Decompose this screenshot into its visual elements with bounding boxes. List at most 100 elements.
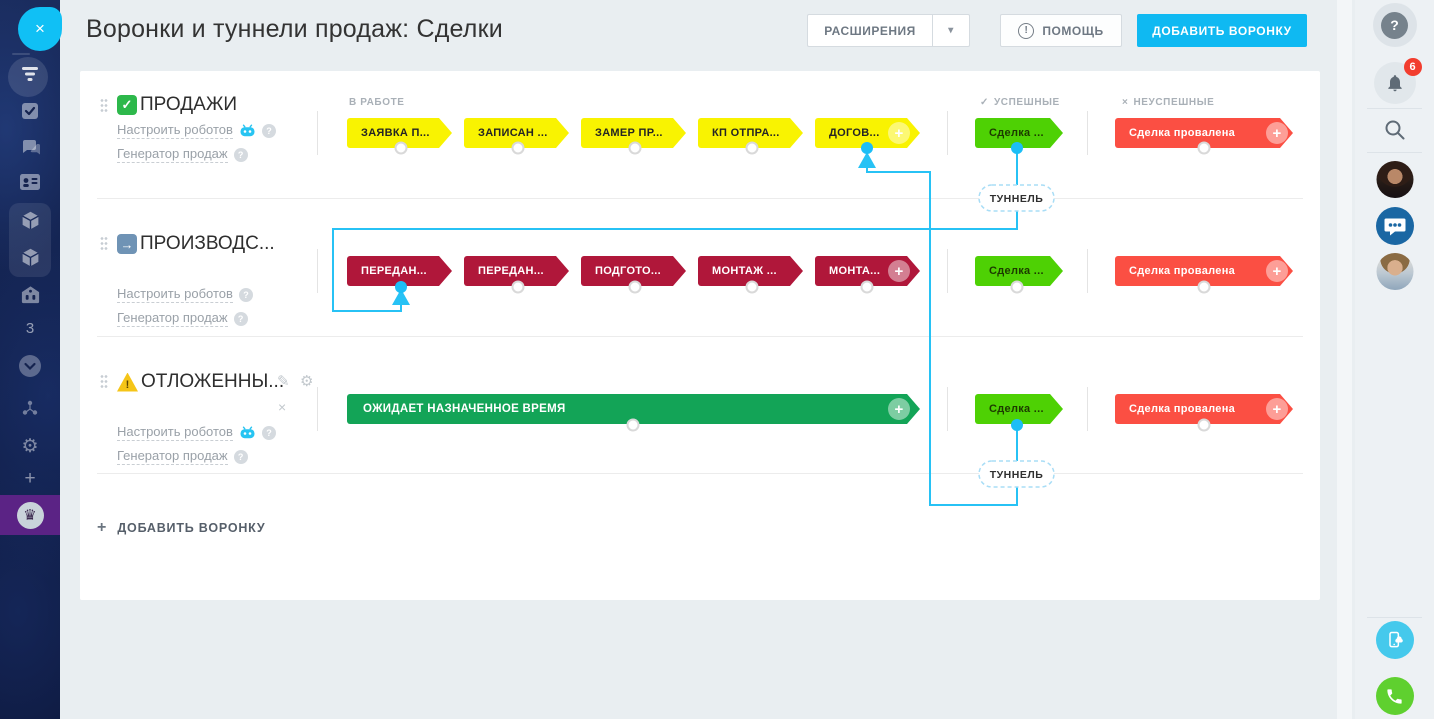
stage-handle[interactable] (628, 141, 642, 155)
add-plus-icon[interactable]: + (24, 468, 36, 489)
stage-handle[interactable] (511, 141, 525, 155)
funnel-1-setup-robots-link[interactable]: Настроить роботов ? (117, 122, 276, 139)
scrollbar[interactable] (1337, 0, 1352, 719)
add-stage-icon[interactable]: + (888, 260, 910, 282)
notifications-bell-icon[interactable]: 6 (1373, 58, 1422, 104)
column-header-unsuccessful: ×НЕУСПЕШНЫЕ (1122, 97, 1215, 108)
warning-icon: ! (117, 372, 138, 392)
share-icon[interactable] (0, 400, 60, 416)
arrow-right-blue-icon: → (117, 234, 137, 254)
add-stage-icon[interactable]: + (1266, 398, 1288, 420)
stage-handle[interactable] (626, 418, 640, 432)
group-chat-icon[interactable] (1375, 207, 1414, 245)
close-icon[interactable]: × (18, 7, 62, 51)
avatar[interactable] (1376, 161, 1413, 198)
column-divider (1087, 249, 1088, 293)
question-icon[interactable]: ? (261, 425, 276, 440)
funnel-drag-handle[interactable] (100, 98, 108, 114)
stage-handle[interactable] (394, 141, 408, 155)
tasks-icon[interactable] (0, 101, 60, 121)
robot-icon (240, 124, 255, 137)
stage-handle[interactable] (745, 141, 759, 155)
stage-handle[interactable] (1197, 280, 1211, 294)
search-icon[interactable] (1383, 118, 1407, 142)
stage-handle[interactable] (628, 280, 642, 294)
sidebar-divider (1367, 108, 1422, 109)
add-stage-icon[interactable]: + (888, 122, 910, 144)
edit-pencil-icon[interactable]: ✎ (277, 373, 290, 390)
add-stage-icon[interactable]: + (1266, 122, 1288, 144)
sidebar-divider (12, 53, 30, 55)
add-stage-icon[interactable]: + (1266, 260, 1288, 282)
funnel-2-sales-generator-link[interactable]: Генератор продаж ? (117, 310, 248, 327)
funnel-1-title[interactable]: ✓ ПРОДАЖИ (117, 93, 237, 117)
column-header-in-progress: В РАБОТЕ (349, 97, 405, 108)
success-stage-chevron[interactable]: Сделка ... (975, 118, 1063, 148)
store-icon[interactable] (0, 284, 60, 304)
crown-icon: ♛ (16, 501, 44, 529)
column-divider (317, 387, 318, 431)
row-divider (97, 198, 1303, 199)
add-funnel-button-label: ДОБАВИТЬ ВОРОНКУ (1152, 23, 1292, 38)
notification-badge: 6 (1403, 58, 1422, 76)
warehouse-icon[interactable] (0, 247, 60, 268)
funnel-drag-handle[interactable] (100, 374, 108, 390)
stage-handle[interactable] (1197, 418, 1211, 432)
question-icon[interactable]: ? (233, 449, 248, 464)
delete-funnel-icon[interactable]: × (278, 399, 287, 415)
stage-handle[interactable] (745, 280, 759, 294)
question-icon[interactable]: ? (233, 147, 248, 162)
stage-handle[interactable] (1010, 280, 1024, 294)
column-divider (947, 249, 948, 293)
column-header-successful: ✓УСПЕШНЫЕ (980, 97, 1060, 108)
funnel-3-sales-generator-link[interactable]: Генератор продаж ? (117, 448, 248, 465)
robot-icon (240, 426, 255, 439)
column-divider (1087, 387, 1088, 431)
funnel-2-setup-robots-link[interactable]: Настроить роботов ? (117, 286, 253, 303)
funnel-drag-handle[interactable] (100, 236, 108, 252)
right-sidebar: ? 6 (1355, 0, 1434, 719)
funnel-settings-gear-icon[interactable]: ⚙ (300, 373, 314, 390)
funnels-panel: В РАБОТЕ ✓УСПЕШНЫЕ ×НЕУСПЕШНЫЕ ✓ ПРОДАЖИ… (80, 71, 1320, 600)
contacts-icon[interactable] (0, 173, 60, 191)
extensions-dropdown-button[interactable]: ▾ (932, 14, 970, 47)
column-divider (317, 249, 318, 293)
tariff-section[interactable]: ♛ (0, 495, 60, 535)
stage-chevron[interactable]: ДОГОВ... + (815, 118, 920, 148)
fail-stage-chevron[interactable]: Сделка провалена + (1115, 118, 1293, 148)
stage-handle[interactable] (1197, 141, 1211, 155)
add-funnel-button[interactable]: ДОБАВИТЬ ВОРОНКУ (1137, 14, 1307, 47)
sidebar-divider (1367, 617, 1422, 618)
chevron-down-icon[interactable] (0, 354, 60, 378)
column-divider (947, 111, 948, 155)
row-divider (97, 473, 1303, 474)
avatar[interactable] (1376, 253, 1413, 290)
funnel-3-title[interactable]: ! ОТЛОЖЕННЫ... (117, 370, 284, 394)
chat-icon[interactable] (0, 137, 60, 157)
funnel-3-setup-robots-link[interactable]: Настроить роботов ? (117, 424, 276, 441)
funnel-1-sales-generator-link[interactable]: Генератор продаж ? (117, 146, 248, 163)
info-icon: ! (1018, 22, 1035, 39)
success-stage-chevron[interactable]: Сделка ... (975, 394, 1063, 424)
check-icon: ✓ (980, 97, 989, 108)
column-divider (1087, 111, 1088, 155)
extensions-button[interactable]: РАСШИРЕНИЯ (807, 14, 932, 47)
telephony-phone-icon[interactable] (1375, 677, 1414, 715)
extensions-button-label: РАСШИРЕНИЯ (824, 23, 916, 38)
question-icon[interactable]: ? (261, 123, 276, 138)
help-icon[interactable]: ? (1372, 3, 1417, 47)
help-button[interactable]: ! ПОМОЩЬ (1000, 14, 1122, 47)
funnel-icon[interactable] (0, 63, 60, 85)
settings-gear-icon[interactable]: ⚙ (21, 436, 39, 457)
add-stage-icon[interactable]: + (888, 398, 910, 420)
question-icon[interactable]: ? (233, 311, 248, 326)
products-icon[interactable] (0, 210, 60, 231)
stage-chevron[interactable]: ПЕРЕДАН... (347, 256, 452, 286)
stage-handle[interactable] (860, 280, 874, 294)
stage-handle[interactable] (511, 280, 525, 294)
question-icon[interactable]: ? (238, 287, 253, 302)
mobile-app-icon[interactable] (1375, 621, 1414, 659)
add-funnel-link[interactable]: + ДОБАВИТЬ ВОРОНКУ (97, 519, 266, 536)
funnel-2-title[interactable]: → ПРОИЗВОДС... (117, 232, 275, 256)
